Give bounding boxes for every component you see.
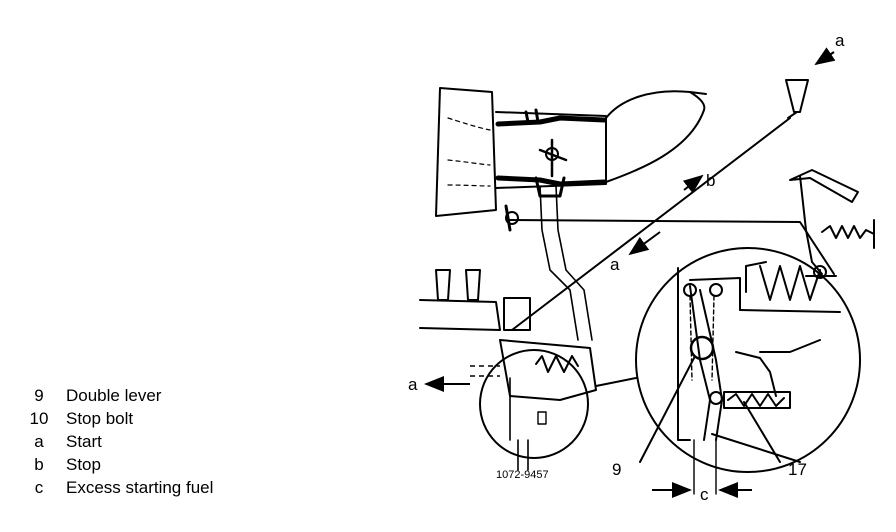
elbow-duct (605, 90, 707, 119)
legend-text: Stop bolt (66, 409, 134, 428)
label-a-top: a (835, 31, 845, 50)
label-a-cable: a (610, 255, 620, 274)
legend-key: b (34, 455, 44, 474)
accelerator-pedal (789, 169, 859, 203)
figure-id: 1072-9457 (496, 469, 549, 481)
label-a-left: a (408, 375, 418, 394)
label-9: 9 (612, 460, 621, 479)
start-knob (785, 79, 809, 113)
intake-housing (435, 87, 497, 217)
legend-text: Excess starting fuel (66, 478, 214, 497)
legend-key: c (34, 478, 44, 497)
control-cable (511, 117, 791, 331)
legend-text: Start (66, 432, 102, 451)
injection-pump (419, 299, 501, 331)
linkage-rod (509, 219, 835, 275)
legend-key: 10 (29, 409, 49, 428)
detail-circle-large (635, 247, 861, 473)
label-c-dim: c (700, 485, 709, 504)
label-17: 17 (788, 460, 807, 479)
legend-text: Stop (66, 455, 101, 474)
throttle-body (495, 111, 607, 189)
detail-circle-small (479, 349, 589, 459)
label-b-cable: b (706, 171, 715, 190)
legend-key: a (34, 432, 44, 451)
legend-text: Double lever (66, 386, 162, 405)
legend-key: 9 (34, 386, 44, 405)
